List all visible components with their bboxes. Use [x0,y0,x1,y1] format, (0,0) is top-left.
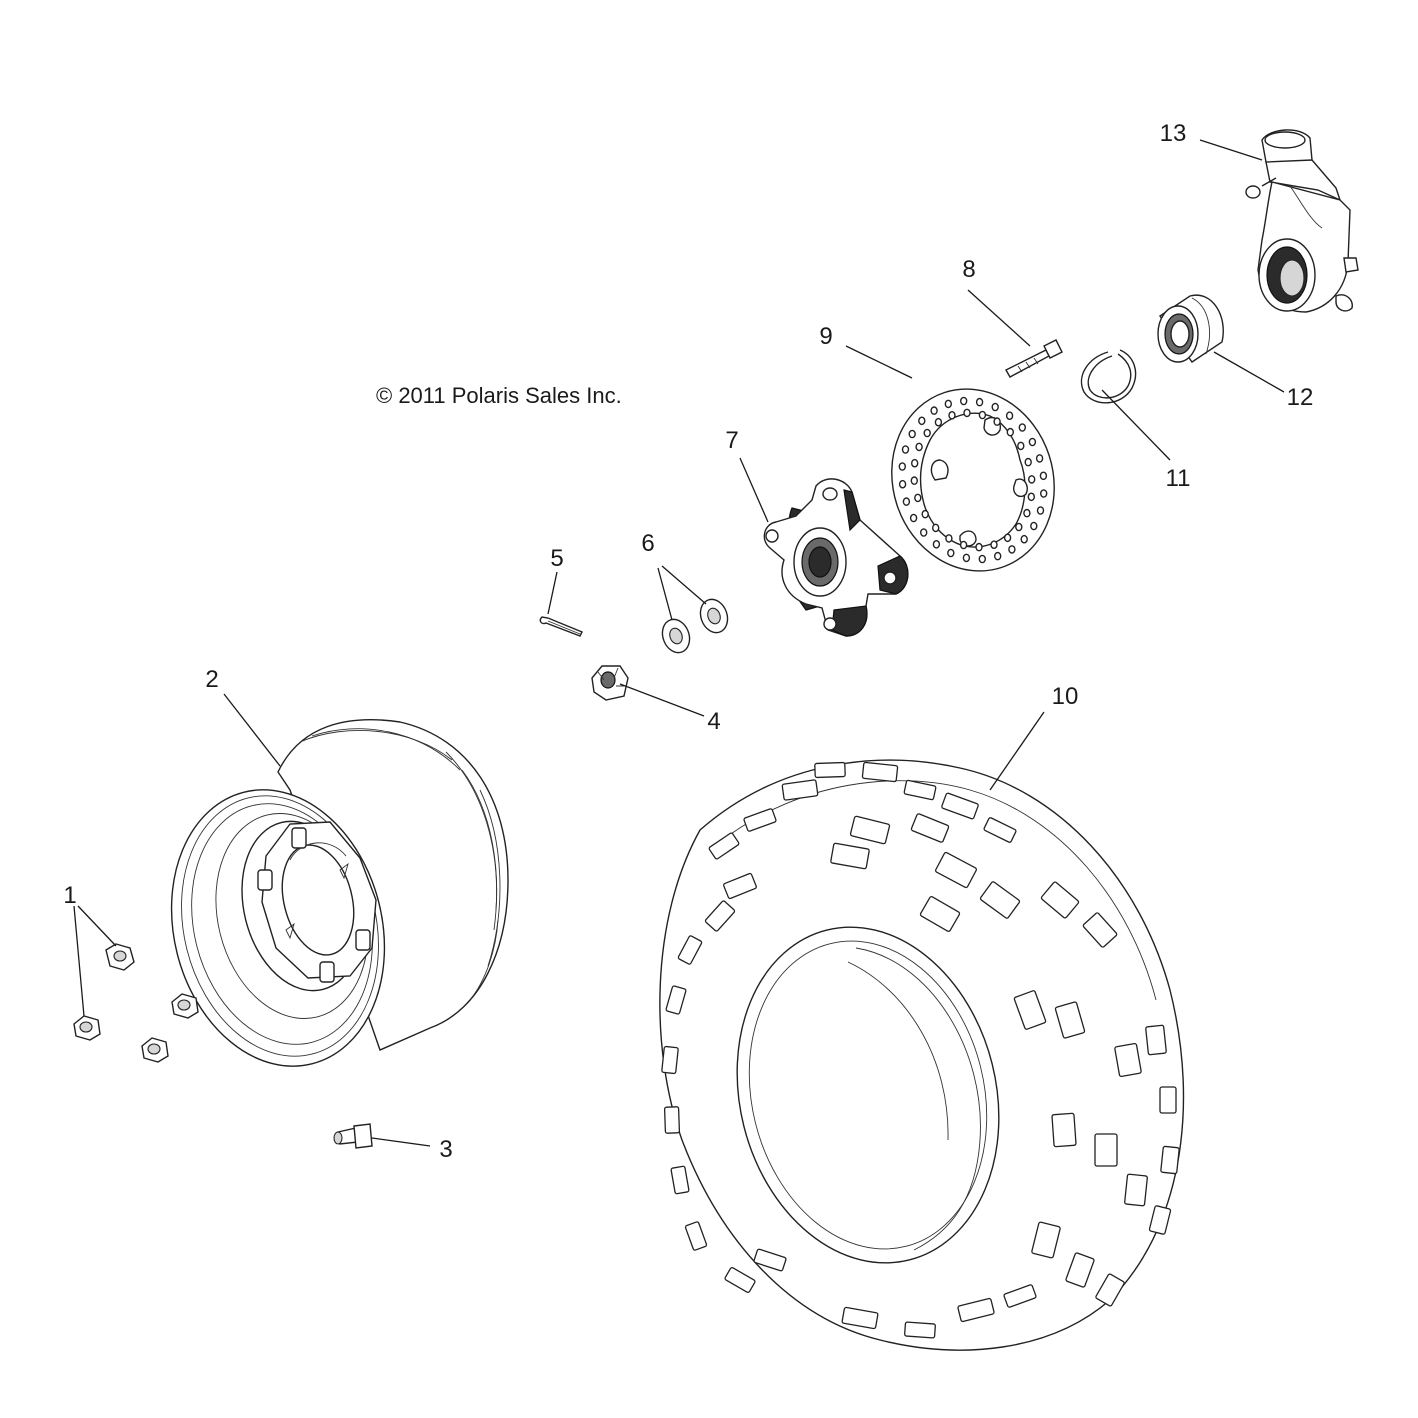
lug-nuts [73,943,199,1063]
callout-3: 3 [439,1136,452,1163]
leader-lines [73,139,1285,1147]
callout-9: 9 [819,323,832,350]
lug-nut [105,943,135,971]
copyright-notice: © 2011 Polaris Sales Inc. [376,383,622,408]
callout-4: 4 [707,708,720,735]
lug-nut [141,1037,169,1063]
brake-disc-bolt [1005,339,1063,378]
callout-10: 10 [1052,683,1079,710]
retaining-ring [1080,349,1137,404]
lug-nut [73,1015,101,1041]
steering-knuckle [1245,129,1359,313]
callout-8: 8 [962,256,975,283]
wheel-rim [170,719,509,1067]
brake-disc [891,388,1055,572]
callout-11: 11 [1166,465,1191,492]
callout-13: 13 [1160,120,1187,147]
wheel-hub [763,478,909,637]
brake-disc-holes [898,396,1048,564]
callout-5: 5 [550,545,563,572]
callout-6: 6 [641,530,654,557]
callout-1: 1 [63,882,76,909]
wheel-bearing [1157,294,1224,363]
valve-stem [333,1123,373,1149]
washers [661,598,729,654]
callout-7: 7 [725,427,738,454]
callout-2: 2 [205,666,218,693]
tire [659,759,1185,1351]
castle-nut [591,665,629,701]
tire-tread-lugs [661,761,1180,1339]
callout-12: 12 [1287,384,1314,411]
lug-nut [171,993,199,1019]
cotter-pin [539,616,583,637]
